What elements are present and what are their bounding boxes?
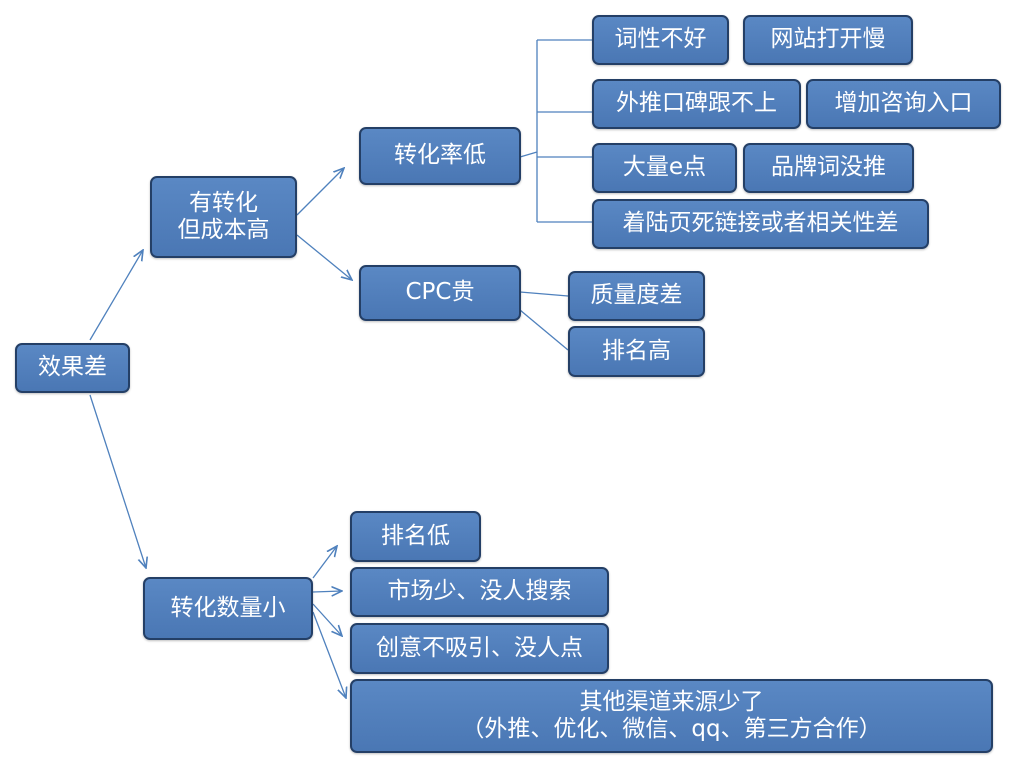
node-cpc-expensive: CPC贵	[359, 265, 521, 321]
node-low-rank: 排名低	[350, 511, 481, 562]
node-low-rank-label: 排名低	[381, 522, 450, 549]
node-quality-score: 质量度差	[568, 271, 705, 321]
node-other-channels-line1: 其他渠道来源少了	[579, 688, 764, 715]
node-high-cost-line2: 但成本高	[177, 217, 270, 243]
node-e-point: 大量e点	[592, 143, 737, 193]
node-other-channels-line2: （外推、优化、微信、qq、第三方合作）	[461, 716, 882, 742]
line-cpc-to-rank	[519, 309, 569, 351]
node-brand-terms-label: 品牌词没推	[771, 154, 886, 181]
node-consult-entry-label: 增加咨询入口	[834, 90, 973, 117]
node-landing-page-label: 着陆页死链接或者相关性差	[622, 210, 899, 237]
node-reputation: 外推口碑跟不上	[592, 79, 801, 129]
node-high-rank: 排名高	[568, 326, 705, 377]
line-cpc-to-quality	[519, 291, 569, 297]
node-quality-score-label: 质量度差	[590, 282, 683, 309]
node-reputation-label: 外推口碑跟不上	[616, 90, 777, 117]
node-bad-creative: 创意不吸引、没人点	[350, 623, 609, 674]
arrow-high-cost-to-low-conversion	[296, 168, 344, 216]
node-low-conversion: 转化率低	[359, 127, 521, 185]
arrow-root-to-high-cost	[89, 250, 143, 341]
node-brand-terms: 品牌词没推	[743, 143, 914, 193]
node-bad-creative-label: 创意不吸引、没人点	[376, 634, 583, 661]
node-high-cost: 有转化 但成本高	[150, 176, 297, 258]
bracket-low-conversion	[519, 39, 592, 223]
node-landing-page: 着陆页死链接或者相关性差	[592, 199, 929, 249]
arrow-low-volume-to-bad-creative	[312, 603, 342, 636]
node-cpc-expensive-label: CPC贵	[405, 279, 475, 306]
arrow-low-volume-to-other-channels	[312, 611, 346, 698]
node-bad-keywords: 词性不好	[592, 15, 729, 65]
node-low-conversion-label: 转化率低	[394, 142, 486, 169]
node-consult-entry: 增加咨询入口	[806, 79, 1001, 129]
node-e-point-label: 大量e点	[622, 154, 707, 181]
node-root: 效果差	[15, 343, 130, 393]
node-high-cost-line1: 有转化	[189, 189, 258, 216]
arrow-low-volume-to-small-market	[312, 591, 342, 592]
arrow-high-cost-to-cpc	[296, 234, 352, 280]
node-bad-keywords-label: 词性不好	[614, 26, 707, 53]
node-high-rank-label: 排名高	[602, 337, 671, 364]
node-other-channels: 其他渠道来源少了 （外推、优化、微信、qq、第三方合作）	[350, 679, 993, 753]
node-slow-site-label: 网站打开慢	[770, 26, 886, 53]
arrow-low-volume-to-low-rank	[312, 546, 337, 579]
node-low-volume-label: 转化数量小	[170, 594, 286, 621]
node-root-label: 效果差	[38, 354, 107, 381]
node-slow-site: 网站打开慢	[743, 15, 913, 65]
node-small-market-label: 市场少、没人搜索	[387, 578, 572, 605]
node-low-volume: 转化数量小	[143, 577, 313, 640]
node-small-market: 市场少、没人搜索	[350, 567, 609, 617]
arrow-root-to-low-volume	[89, 394, 146, 568]
